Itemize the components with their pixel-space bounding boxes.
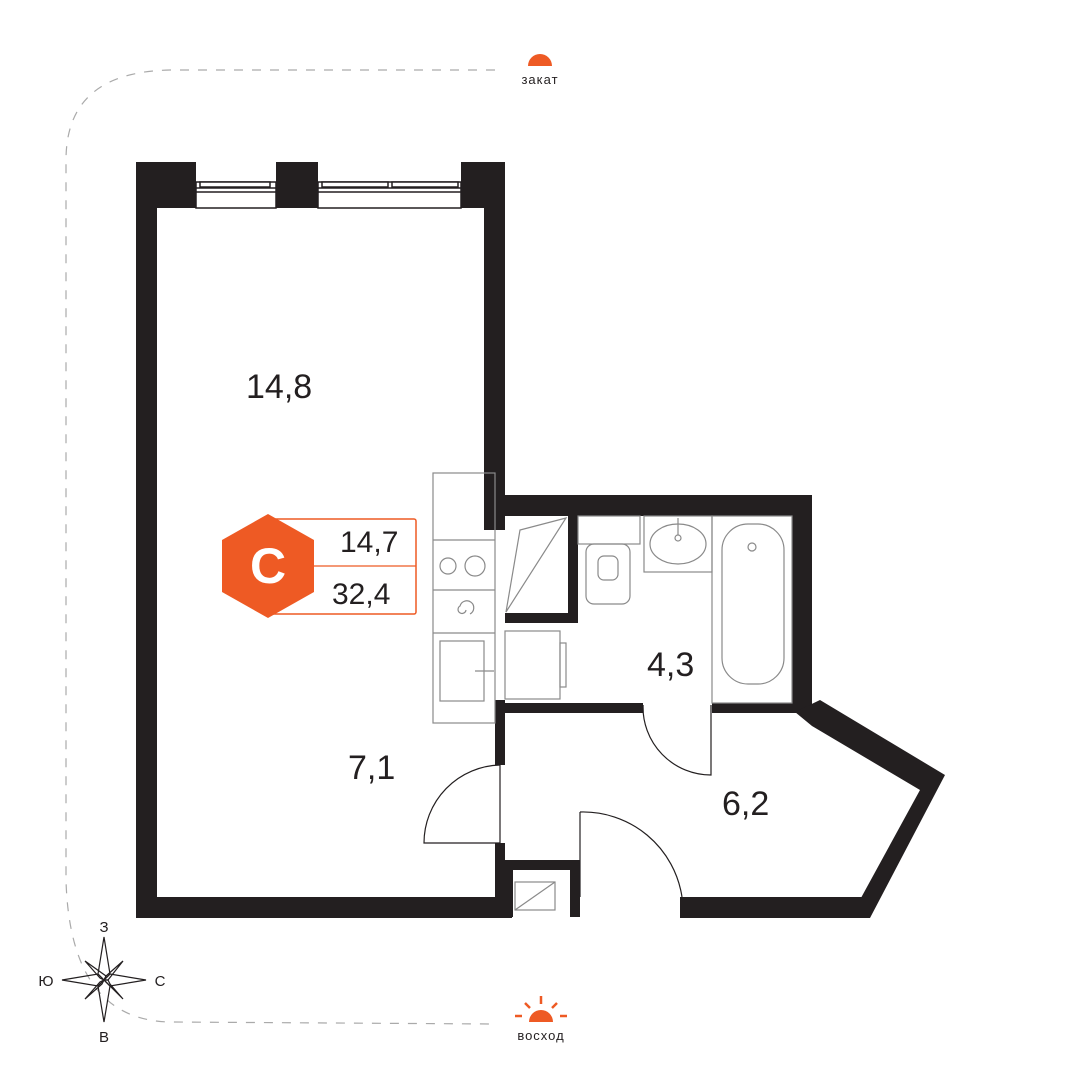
sun-path [65,69,496,1025]
room-area-kitchen: 7,1 [348,749,395,787]
logo-icon [222,514,314,618]
walls [136,162,945,918]
compass-east-label: С [155,973,166,990]
area-badge: C 14,7 32,4 [222,514,417,618]
compass-west-label: Ю [38,973,53,990]
bathroom-fixtures [577,515,793,704]
logo-letter: C [250,538,286,594]
compass-north-label: З [99,919,108,936]
sunset-label: закат [521,72,558,87]
compass-south-label: В [99,1029,109,1046]
sunset-icon [528,54,552,66]
windows [195,181,462,209]
room-area-bathroom: 4,3 [647,646,694,684]
appliances [504,517,568,911]
kitchen-unit [432,472,496,724]
sunrise-icon [515,996,567,1022]
room-area-living: 14,8 [246,368,312,406]
total-area-value: 32,4 [332,578,390,611]
sunrise-label: восход [517,1028,564,1043]
compass-rose-icon [61,936,147,1023]
room-area-hall: 6,2 [722,785,769,823]
living-area-value: 14,7 [340,526,398,559]
doors [423,704,712,898]
